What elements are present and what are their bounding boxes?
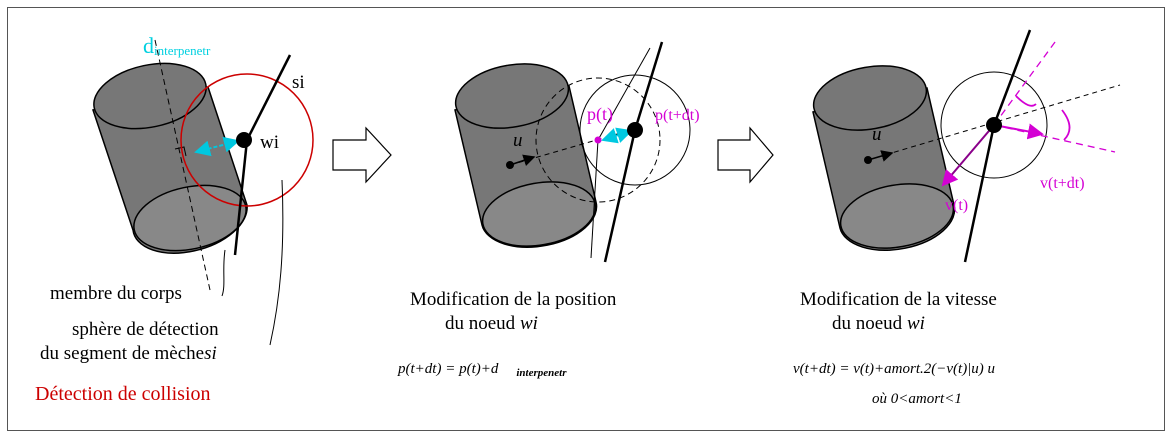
- displacement-arrow: [601, 127, 633, 144]
- transition-arrow-2: [717, 126, 774, 184]
- panel-velocity-update: u v(t) v(t+dt) Modification de la vitess…: [793, 29, 1121, 407]
- u-axis-3: [867, 84, 1121, 161]
- caption-velocity-1: Modification de la vitesse: [800, 289, 997, 310]
- u-label-3: u: [872, 124, 882, 145]
- u-label-2: u: [513, 130, 523, 151]
- old-segment-lower: [590, 139, 599, 259]
- figure-frame: [7, 7, 1165, 431]
- body-member-cylinder: [92, 62, 248, 254]
- u-vector-3: [867, 150, 894, 162]
- new-segment-lower: [603, 129, 637, 263]
- panel-title-collision: Détection de collision: [35, 383, 211, 405]
- right-angle-mark: [174, 146, 187, 157]
- panel-collision-detection: dinterpenetr si wi membre du corps sphèr…: [35, 33, 314, 405]
- old-sphere: [535, 77, 661, 203]
- incidence-line: [993, 37, 1059, 126]
- body-member-cylinder-2: [454, 63, 598, 248]
- caption-sphere: sphère de détection: [72, 319, 219, 340]
- p-t-dt-label: p(t+dt): [655, 107, 700, 124]
- axis-origin-3: [864, 156, 872, 164]
- caption-position-2: du noeud wi: [445, 313, 538, 334]
- sphere-leader: [269, 179, 284, 346]
- velocity-t-arrow: [941, 124, 995, 187]
- wi-label: wi: [260, 132, 279, 153]
- caption-velocity-2: du noeud wi: [832, 313, 925, 334]
- si-label: si: [292, 72, 305, 93]
- angle-arc-1: [1015, 95, 1037, 107]
- amort-condition: où 0<amort<1: [872, 391, 962, 407]
- d-interpenetr-label: dinterpenetr: [143, 33, 211, 58]
- p-t-label: p(t): [587, 104, 613, 125]
- body-member-cylinder-3: [812, 65, 956, 251]
- node-wi: [236, 132, 252, 148]
- caption-segment: du segment de mèchesi: [40, 343, 217, 364]
- axis-origin: [506, 161, 514, 169]
- v-t-dt-label: v(t+dt): [1040, 175, 1085, 192]
- velocity-t-dt-arrow: [993, 123, 1044, 140]
- sphere-3: [940, 71, 1048, 179]
- segment-si: [245, 54, 292, 141]
- node-wi-3: [986, 117, 1002, 133]
- old-position-point: [594, 136, 602, 144]
- caption-position-1: Modification de la position: [410, 289, 617, 310]
- v-t-label: v(t): [945, 197, 968, 214]
- node-wi-2: [627, 122, 643, 138]
- segment-3-lower: [963, 124, 996, 263]
- detection-sphere: [180, 73, 314, 207]
- cylinder-axis: [154, 39, 211, 291]
- new-segment: [633, 41, 664, 131]
- reflection-line: [993, 124, 1116, 153]
- angle-arc-2: [1061, 109, 1071, 141]
- old-segment: [597, 47, 651, 141]
- transition-arrow-1: [332, 126, 392, 184]
- panel-position-update: u p(t) p(t+dt) Modification de la positi…: [397, 41, 700, 379]
- member-leader: [221, 249, 226, 297]
- new-sphere: [579, 74, 691, 186]
- segment-lower: [233, 139, 249, 256]
- velocity-formula: v(t+dt) = v(t)+amort.2(−v(t)|u) u: [793, 361, 995, 377]
- u-vector: [509, 154, 536, 167]
- caption-member: membre du corps: [50, 283, 182, 304]
- interpenetration-arrow: [194, 136, 240, 157]
- segment-3: [992, 29, 1032, 126]
